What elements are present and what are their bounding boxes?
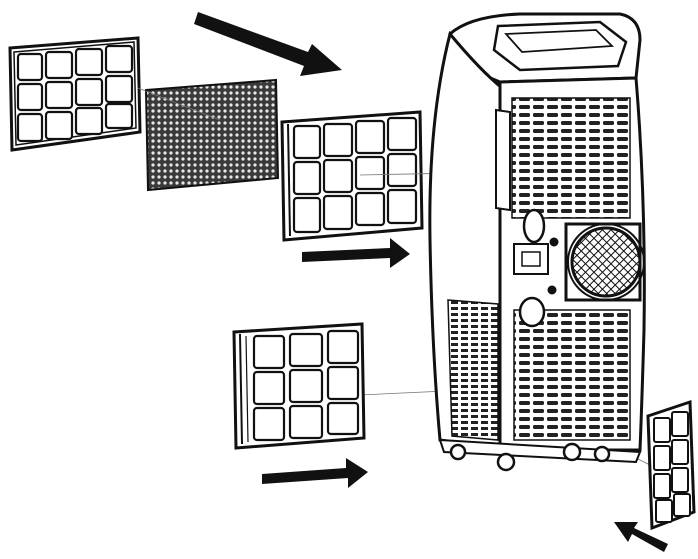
carbon-filter	[144, 78, 280, 192]
arrow-upper-insert	[302, 238, 410, 268]
side-filter	[646, 399, 696, 531]
air-conditioner-body	[428, 12, 646, 472]
arrow-side	[614, 522, 668, 552]
lower-filter-frame	[232, 322, 366, 450]
arrow-top	[194, 12, 342, 76]
upper-filter-frame	[8, 36, 142, 152]
arrow-lower-insert	[262, 458, 368, 488]
upper-filter-inserted	[280, 110, 424, 242]
